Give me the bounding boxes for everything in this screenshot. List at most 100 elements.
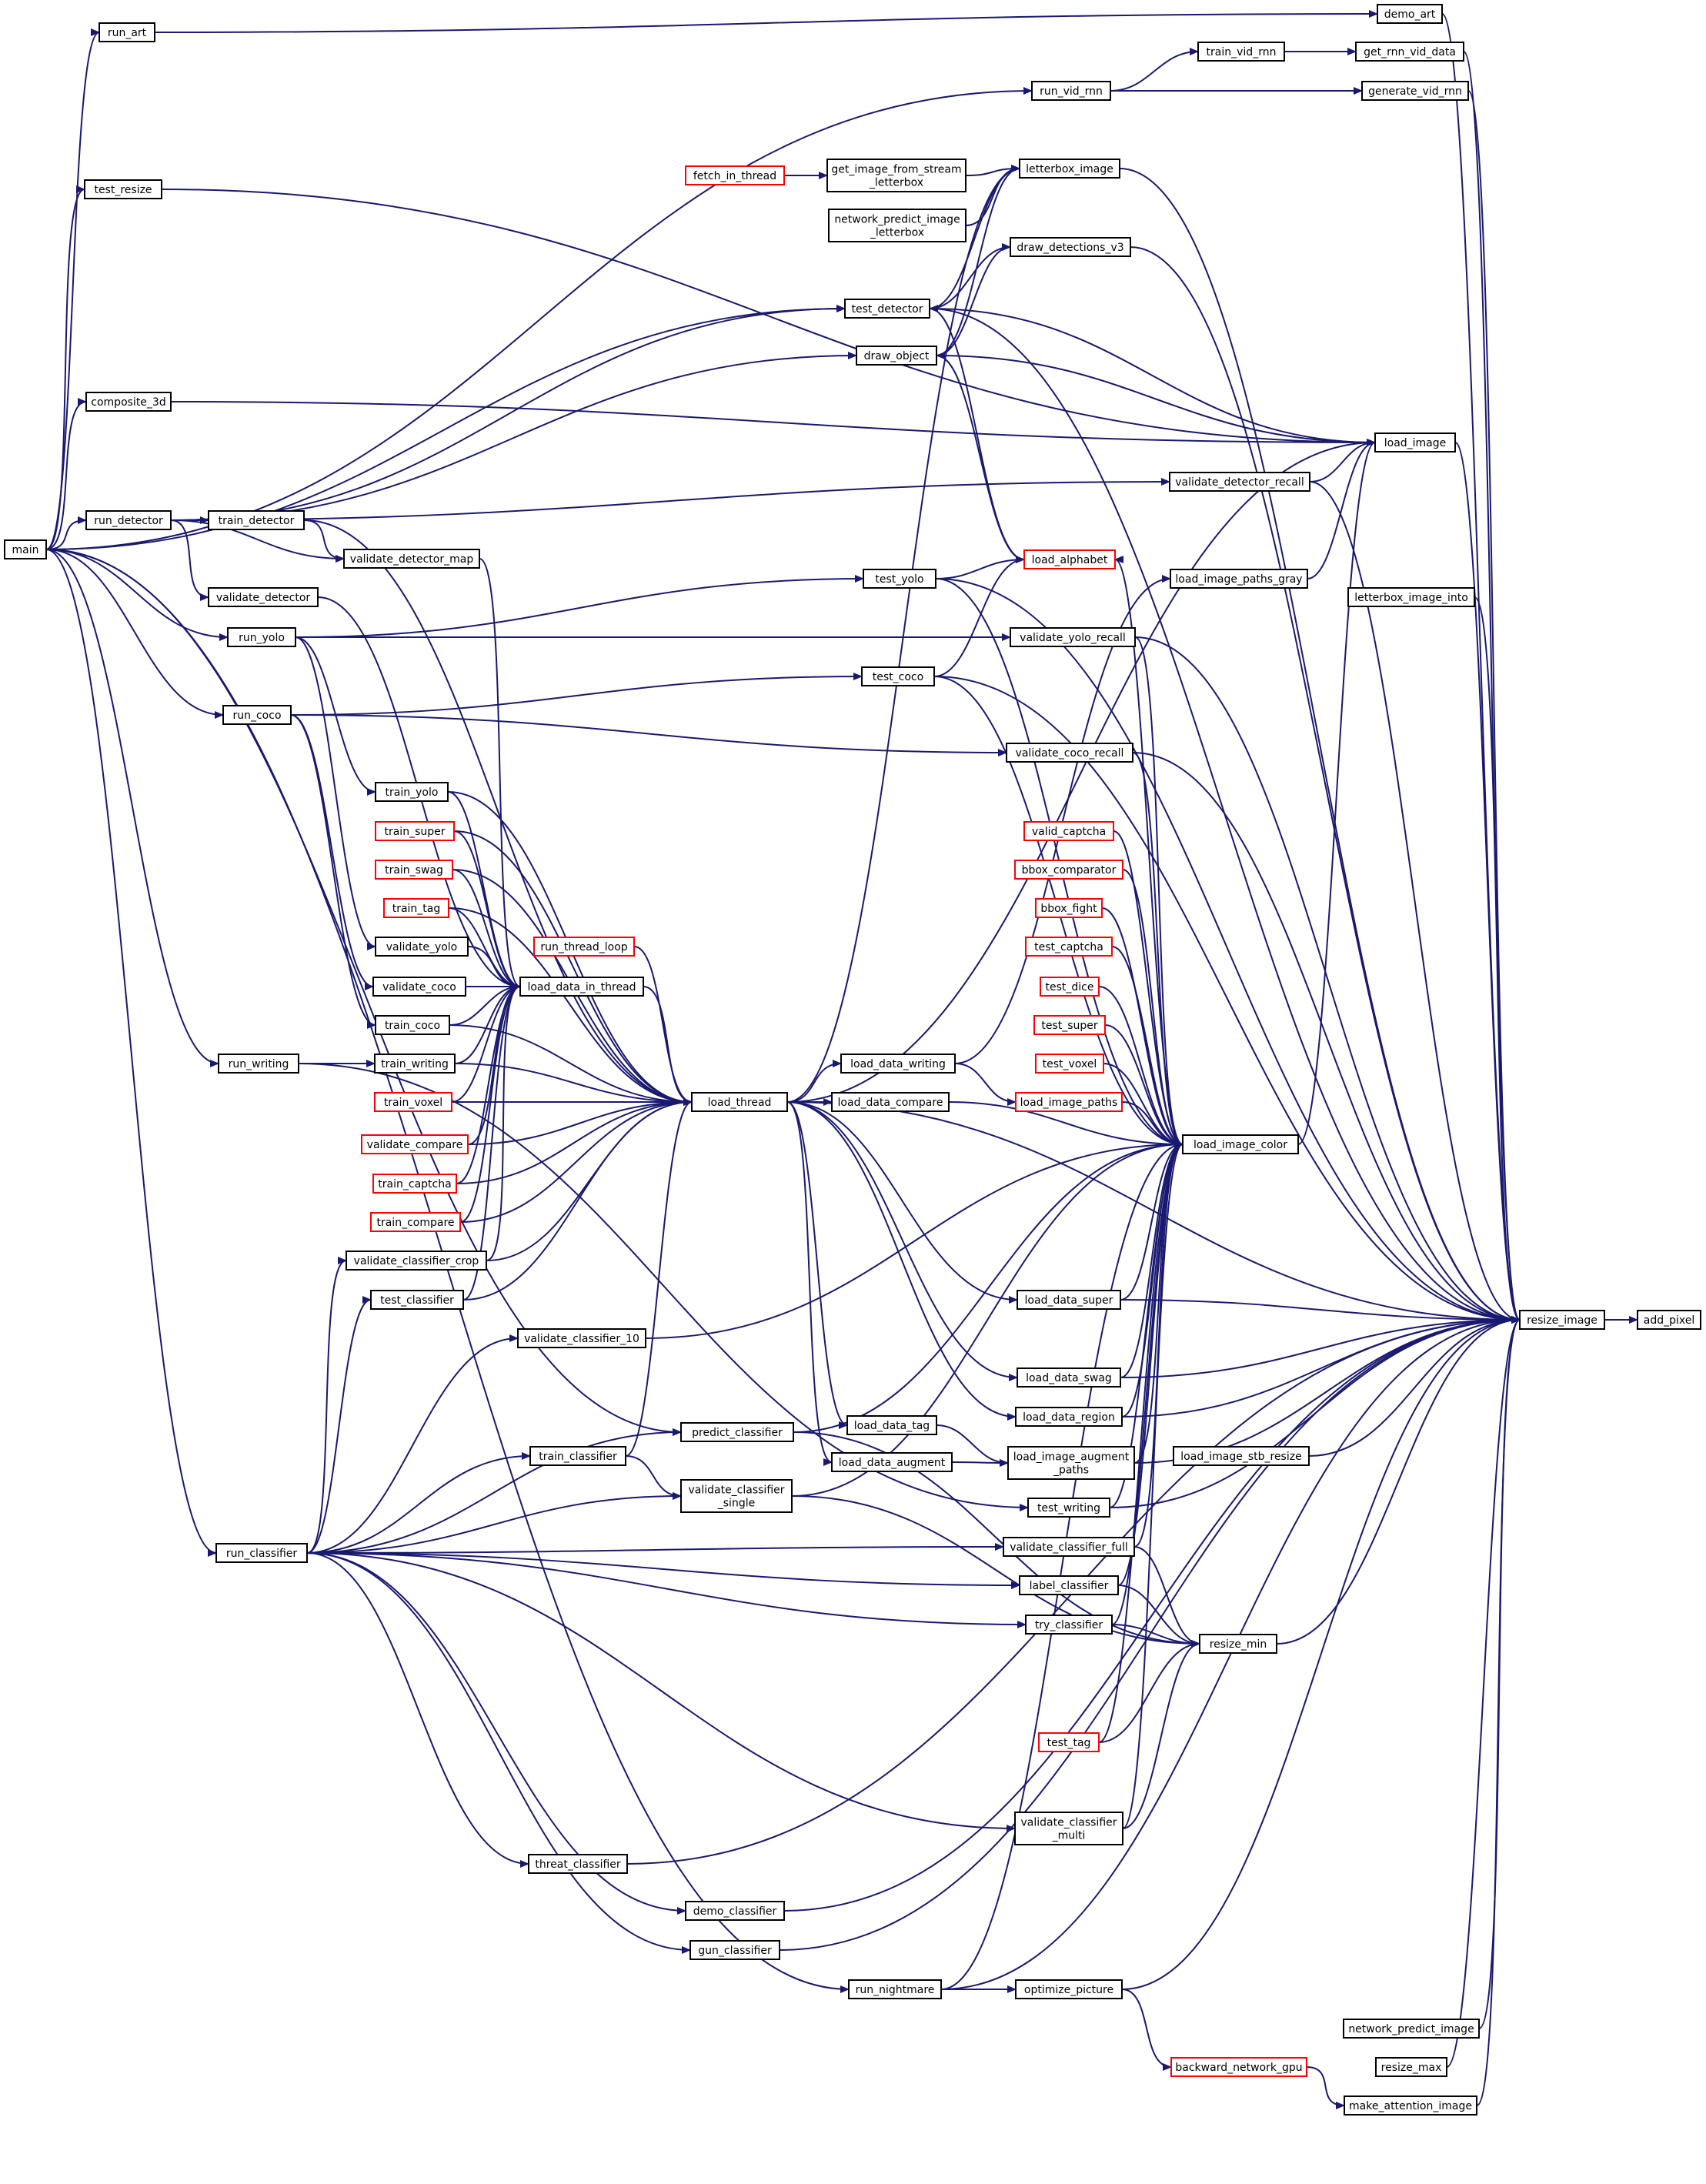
node-box[interactable] bbox=[1019, 159, 1120, 179]
node-gun_classifier[interactable]: gun_classifier bbox=[689, 1940, 780, 1960]
node-box[interactable] bbox=[519, 977, 644, 997]
node-box[interactable] bbox=[826, 159, 967, 192]
node-box[interactable] bbox=[346, 1251, 487, 1271]
node-validate_compare[interactable]: validate_compare bbox=[361, 1134, 469, 1154]
node-validate_yolo_recall[interactable]: validate_yolo_recall bbox=[1010, 627, 1136, 647]
node-train_tag[interactable]: train_tag bbox=[383, 898, 449, 918]
node-bbox_comparator[interactable]: bbox_comparator bbox=[1014, 860, 1123, 880]
node-train_super[interactable]: train_super bbox=[375, 821, 455, 841]
node-load_image_color[interactable]: load_image_color bbox=[1182, 1134, 1299, 1154]
node-test_voxel[interactable]: test_voxel bbox=[1035, 1054, 1104, 1074]
node-test_super[interactable]: test_super bbox=[1033, 1015, 1106, 1035]
node-box[interactable] bbox=[370, 1290, 464, 1310]
node-box[interactable] bbox=[1025, 1615, 1113, 1635]
node-box[interactable] bbox=[1361, 81, 1469, 101]
node-threat_classifier[interactable]: threat_classifier bbox=[528, 1854, 628, 1874]
node-validate_yolo[interactable]: validate_yolo bbox=[375, 937, 469, 957]
node-generate_vid_rnn[interactable]: generate_vid_rnn bbox=[1361, 81, 1469, 101]
node-box[interactable] bbox=[375, 821, 455, 841]
node-get_rnn_vid_data[interactable]: get_rnn_vid_data bbox=[1355, 42, 1464, 62]
node-load_image_paths[interactable]: load_image_paths bbox=[1015, 1092, 1123, 1112]
node-letterbox_image_into[interactable]: letterbox_image_into bbox=[1347, 587, 1475, 607]
node-test_captcha[interactable]: test_captcha bbox=[1025, 937, 1113, 957]
node-demo_classifier[interactable]: demo_classifier bbox=[685, 1901, 785, 1921]
node-box[interactable] bbox=[1025, 937, 1113, 957]
node-load_alphabet[interactable]: load_alphabet bbox=[1023, 549, 1116, 569]
node-load_data_writing[interactable]: load_data_writing bbox=[840, 1054, 956, 1074]
node-box[interactable] bbox=[1033, 1015, 1106, 1035]
node-validate_classifier_full[interactable]: validate_classifier_full bbox=[1003, 1537, 1135, 1557]
node-box[interactable] bbox=[517, 1328, 646, 1348]
node-box[interactable] bbox=[680, 1422, 794, 1442]
node-box[interactable] bbox=[85, 392, 172, 412]
node-box[interactable] bbox=[383, 898, 449, 918]
node-test_writing[interactable]: test_writing bbox=[1027, 1498, 1110, 1518]
node-predict_classifier[interactable]: predict_classifier bbox=[680, 1422, 794, 1442]
node-box[interactable] bbox=[1173, 1446, 1310, 1466]
node-box[interactable] bbox=[680, 1479, 793, 1513]
node-box[interactable] bbox=[227, 627, 296, 647]
node-composite_3d[interactable]: composite_3d bbox=[85, 392, 172, 412]
node-box[interactable] bbox=[1170, 569, 1308, 589]
node-box[interactable] bbox=[1519, 1310, 1605, 1330]
node-train_yolo[interactable]: train_yolo bbox=[375, 782, 449, 802]
node-box[interactable] bbox=[98, 22, 155, 42]
node-box[interactable] bbox=[533, 937, 635, 957]
node-box[interactable] bbox=[1374, 432, 1456, 452]
node-box[interactable] bbox=[1347, 587, 1475, 607]
node-resize_max[interactable]: resize_max bbox=[1375, 2057, 1447, 2077]
node-box[interactable] bbox=[1040, 977, 1100, 997]
node-box[interactable] bbox=[844, 299, 930, 319]
node-letterbox_image[interactable]: letterbox_image bbox=[1019, 159, 1120, 179]
node-load_image[interactable]: load_image bbox=[1374, 432, 1456, 452]
node-box[interactable] bbox=[1023, 549, 1116, 569]
node-box[interactable] bbox=[689, 1940, 780, 1960]
node-backward_network_gpu[interactable]: backward_network_gpu bbox=[1170, 2057, 1307, 2077]
node-box[interactable] bbox=[528, 1854, 628, 1874]
node-box[interactable] bbox=[691, 1092, 788, 1112]
node-box[interactable] bbox=[831, 1452, 953, 1472]
node-box[interactable] bbox=[375, 937, 469, 957]
node-validate_coco[interactable]: validate_coco bbox=[372, 977, 466, 997]
node-box[interactable] bbox=[1017, 1290, 1121, 1310]
node-test_tag[interactable]: test_tag bbox=[1038, 1732, 1100, 1752]
node-draw_detections_v3[interactable]: draw_detections_v3 bbox=[1010, 237, 1131, 257]
node-load_image_stb_resize[interactable]: load_image_stb_resize bbox=[1173, 1446, 1310, 1466]
node-bbox_fight[interactable]: bbox_fight bbox=[1035, 898, 1103, 918]
node-box[interactable] bbox=[1197, 42, 1285, 62]
node-box[interactable] bbox=[1023, 821, 1114, 841]
node-load_data_in_thread[interactable]: load_data_in_thread bbox=[519, 977, 644, 997]
node-box[interactable] bbox=[208, 510, 305, 530]
node-demo_art[interactable]: demo_art bbox=[1377, 4, 1443, 24]
node-try_classifier[interactable]: try_classifier bbox=[1025, 1615, 1113, 1635]
node-box[interactable] bbox=[372, 1174, 457, 1194]
node-load_data_region[interactable]: load_data_region bbox=[1015, 1407, 1123, 1427]
node-box[interactable] bbox=[374, 1054, 456, 1074]
node-load_thread[interactable]: load_thread bbox=[691, 1092, 788, 1112]
node-train_classifier[interactable]: train_classifier bbox=[529, 1446, 626, 1466]
node-train_vid_rnn[interactable]: train_vid_rnn bbox=[1197, 42, 1285, 62]
node-test_resize[interactable]: test_resize bbox=[84, 179, 162, 199]
node-box[interactable] bbox=[1038, 1732, 1100, 1752]
node-box[interactable] bbox=[374, 1092, 452, 1112]
node-load_data_super[interactable]: load_data_super bbox=[1017, 1290, 1121, 1310]
node-draw_object[interactable]: draw_object bbox=[856, 346, 937, 366]
node-test_coco[interactable]: test_coco bbox=[861, 666, 935, 686]
node-validate_classifier_multi[interactable]: validate_classifier_multi bbox=[1014, 1812, 1123, 1845]
node-test_dice[interactable]: test_dice bbox=[1040, 977, 1100, 997]
node-load_data_tag[interactable]: load_data_tag bbox=[846, 1415, 937, 1435]
node-box[interactable] bbox=[1637, 1310, 1701, 1330]
node-box[interactable] bbox=[1019, 1575, 1119, 1595]
node-box[interactable] bbox=[1344, 2096, 1477, 2116]
node-box[interactable] bbox=[529, 1446, 626, 1466]
node-validate_coco_recall[interactable]: validate_coco_recall bbox=[1006, 743, 1133, 763]
node-run_detector[interactable]: run_detector bbox=[85, 510, 172, 530]
node-box[interactable] bbox=[1375, 2057, 1447, 2077]
node-train_voxel[interactable]: train_voxel bbox=[374, 1092, 452, 1112]
node-box[interactable] bbox=[831, 1092, 950, 1112]
node-box[interactable] bbox=[1010, 627, 1136, 647]
node-box[interactable] bbox=[85, 510, 172, 530]
node-box[interactable] bbox=[1035, 1054, 1104, 1074]
node-box[interactable] bbox=[1015, 1092, 1123, 1112]
node-load_image_augment_paths[interactable]: load_image_augment_paths bbox=[1007, 1446, 1135, 1480]
